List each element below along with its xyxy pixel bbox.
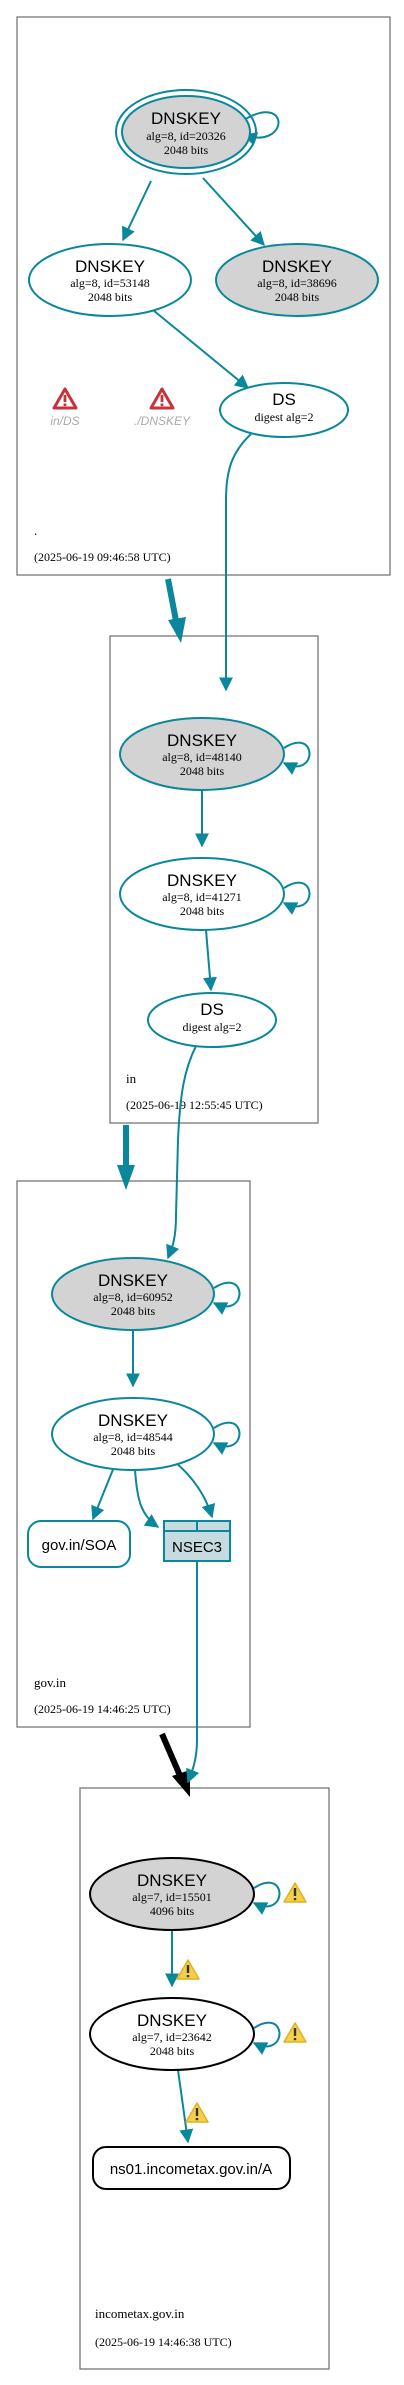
root-ksk-node[interactable]: DNSKEY alg=8, id=20326 2048 bits bbox=[115, 89, 257, 175]
edge-in-zsk-self bbox=[282, 881, 311, 915]
root-zsk-node[interactable]: DNSKEY alg=8, id=53148 2048 bits bbox=[28, 243, 192, 317]
edge-incometax-zsk-self bbox=[252, 2021, 281, 2055]
incometax-ksk-node[interactable]: DNSKEY alg=7, id=15501 4096 bits bbox=[89, 1857, 255, 1931]
edge-govin-nsec3-to-incometax bbox=[186, 1562, 200, 1784]
edge-root-ksk-to-zsk bbox=[122, 180, 152, 242]
edge-govin-zsk-self bbox=[212, 1421, 241, 1455]
edge-in-ksk-self bbox=[282, 741, 311, 775]
govin-soa-label: gov.in/SOA bbox=[42, 1537, 117, 1554]
edge-govin-zsk-to-nsec3-b bbox=[174, 1461, 216, 1519]
zone-root-timestamp: (2025-06-19 09:46:58 UTC) bbox=[34, 550, 171, 564]
zone-govin-name: gov.in bbox=[34, 1675, 67, 1690]
edge-incometax-zsk-to-a bbox=[177, 2069, 194, 2144]
govin-ksk-node[interactable]: DNSKEY alg=8, id=60952 2048 bits bbox=[51, 1257, 215, 1331]
edge-govin-ksk-self bbox=[212, 1281, 241, 1315]
root-zsk-bits: 2048 bits bbox=[88, 290, 133, 304]
error-icon[interactable] bbox=[52, 387, 78, 410]
root-ksk-bits: 2048 bits bbox=[164, 143, 209, 157]
in-ds-detail: digest alg=2 bbox=[182, 1020, 241, 1034]
incometax-zsk-detail: alg=7, id=23642 bbox=[132, 2030, 212, 2044]
incometax-ksk-label: DNSKEY bbox=[137, 1871, 207, 1890]
in-ksk-detail: alg=8, id=48140 bbox=[162, 750, 242, 764]
root-other-bits: 2048 bits bbox=[275, 290, 320, 304]
warning-icon[interactable] bbox=[283, 1882, 307, 1903]
zone-in-frame bbox=[109, 635, 319, 1124]
zone-incometax-frame bbox=[79, 1787, 330, 2370]
root-other-detail: alg=8, id=38696 bbox=[257, 276, 337, 290]
delegation-arrow-govin-incometax bbox=[159, 1732, 184, 1780]
root-ds-detail: digest alg=2 bbox=[254, 410, 313, 424]
root-other-label: DNSKEY bbox=[262, 257, 332, 276]
edge-govin-zsk-to-nsec3-a bbox=[134, 1468, 160, 1528]
error-icon[interactable] bbox=[149, 387, 175, 410]
in-zsk-detail: alg=8, id=41271 bbox=[162, 890, 242, 904]
root-ds-node[interactable]: DS digest alg=2 bbox=[219, 382, 349, 438]
incometax-zsk-node[interactable]: DNSKEY alg=7, id=23642 2048 bits bbox=[89, 1997, 255, 2071]
incometax-ksk-detail: alg=7, id=15501 bbox=[132, 1890, 212, 1904]
zone-govin-timestamp: (2025-06-19 14:46:25 UTC) bbox=[34, 1702, 171, 1716]
delegation-arrowhead-in-govin bbox=[117, 1165, 135, 1190]
incometax-ksk-bits: 4096 bits bbox=[150, 1904, 195, 1918]
edge-root-zsk-to-ds bbox=[152, 309, 250, 389]
root-zsk-label: DNSKEY bbox=[75, 257, 145, 276]
delegation-arrowhead-root-in bbox=[168, 617, 186, 643]
zone-incometax-name: incometax.gov.in bbox=[95, 2306, 185, 2321]
in-ksk-bits: 2048 bits bbox=[180, 764, 225, 778]
error-label-in-ds: in/DS bbox=[50, 414, 79, 428]
warning-icon[interactable] bbox=[185, 2102, 209, 2123]
error-label-dnskey: ./DNSKEY bbox=[134, 414, 191, 428]
in-zsk-bits: 2048 bits bbox=[180, 904, 225, 918]
in-ksk-label: DNSKEY bbox=[167, 731, 237, 750]
govin-nsec3-node[interactable]: NSEC3 bbox=[163, 1520, 231, 1562]
govin-soa-node[interactable]: gov.in/SOA bbox=[27, 1520, 131, 1568]
delegation-arrowhead-govin-incometax bbox=[172, 1770, 190, 1797]
zone-govin-frame bbox=[16, 1180, 251, 1728]
govin-zsk-detail: alg=8, id=48544 bbox=[93, 1430, 173, 1444]
govin-nsec3-label: NSEC3 bbox=[172, 1539, 222, 1556]
in-zsk-label: DNSKEY bbox=[167, 871, 237, 890]
incometax-zsk-bits: 2048 bits bbox=[150, 2044, 195, 2058]
zone-in-timestamp: (2025-06-19 12:55:45 UTC) bbox=[126, 1098, 263, 1112]
govin-zsk-node[interactable]: DNSKEY alg=8, id=48544 2048 bits bbox=[51, 1397, 215, 1471]
root-ds-label: DS bbox=[272, 390, 296, 409]
in-zsk-node[interactable]: DNSKEY alg=8, id=41271 2048 bits bbox=[119, 857, 285, 931]
warning-icon[interactable] bbox=[176, 1959, 200, 1980]
edge-root-ds-to-in-ksk bbox=[219, 433, 252, 692]
incometax-a-node[interactable]: ns01.incometax.gov.in/A bbox=[92, 2146, 291, 2190]
edge-root-ksk-to-other bbox=[202, 177, 265, 247]
zone-incometax-timestamp: (2025-06-19 14:46:38 UTC) bbox=[95, 2335, 232, 2349]
delegation-arrow-root-in bbox=[165, 578, 180, 627]
incometax-zsk-label: DNSKEY bbox=[137, 2011, 207, 2030]
edge-govin-zsk-to-soa bbox=[91, 1466, 115, 1521]
in-ds-node[interactable]: DS digest alg=2 bbox=[147, 992, 277, 1048]
govin-zsk-bits: 2048 bits bbox=[111, 1444, 156, 1458]
edge-in-ds-to-govin-ksk bbox=[166, 1045, 197, 1260]
govin-zsk-label: DNSKEY bbox=[98, 1411, 168, 1430]
edge-in-zsk-to-ds bbox=[202, 929, 217, 992]
edge-root-ksk-self bbox=[242, 111, 280, 146]
in-ds-label: DS bbox=[200, 1000, 224, 1019]
edge-incometax-ksk-self bbox=[252, 1881, 281, 1915]
zone-in-name: in bbox=[126, 1071, 137, 1086]
zone-root-frame bbox=[16, 16, 391, 576]
root-ksk-detail: alg=8, id=20326 bbox=[146, 129, 226, 143]
govin-ksk-label: DNSKEY bbox=[98, 1271, 168, 1290]
govin-ksk-detail: alg=8, id=60952 bbox=[93, 1290, 173, 1304]
govin-ksk-bits: 2048 bits bbox=[111, 1304, 156, 1318]
zone-root-name: . bbox=[34, 523, 37, 538]
in-ksk-node[interactable]: DNSKEY alg=8, id=48140 2048 bits bbox=[119, 717, 285, 791]
root-zsk-detail: alg=8, id=53148 bbox=[70, 276, 150, 290]
warning-icon[interactable] bbox=[283, 2022, 307, 2043]
incometax-a-label: ns01.incometax.gov.in/A bbox=[110, 2161, 272, 2178]
root-ksk-label: DNSKEY bbox=[151, 109, 221, 128]
root-other-dnskey-node[interactable]: DNSKEY alg=8, id=38696 2048 bits bbox=[215, 243, 379, 317]
